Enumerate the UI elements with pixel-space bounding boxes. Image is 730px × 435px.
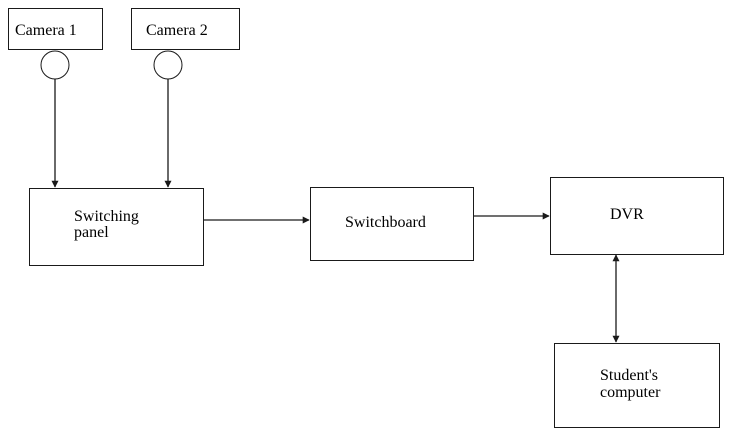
student-computer-box: Student's computer [554, 343, 720, 428]
camera-1-lens-icon [40, 50, 70, 80]
student-computer-label-line1: Student's [600, 367, 658, 384]
camera-2-box: Camera 2 [131, 8, 240, 50]
switching-panel-label-line2: panel [74, 224, 109, 241]
camera-1-box: Camera 1 [8, 8, 103, 50]
dvr-label: DVR [610, 206, 644, 223]
dvr-box: DVR [550, 177, 724, 255]
camera-1-label: Camera 1 [15, 22, 77, 39]
switching-panel-label-line1: Switching [74, 208, 139, 225]
switching-panel-box: Switching panel [29, 188, 204, 266]
camera-2-lens-icon [153, 50, 183, 80]
switchboard-label: Switchboard [345, 214, 426, 231]
student-computer-label-line2: computer [600, 384, 661, 401]
switchboard-box: Switchboard [310, 187, 474, 261]
camera-2-label: Camera 2 [146, 22, 208, 39]
